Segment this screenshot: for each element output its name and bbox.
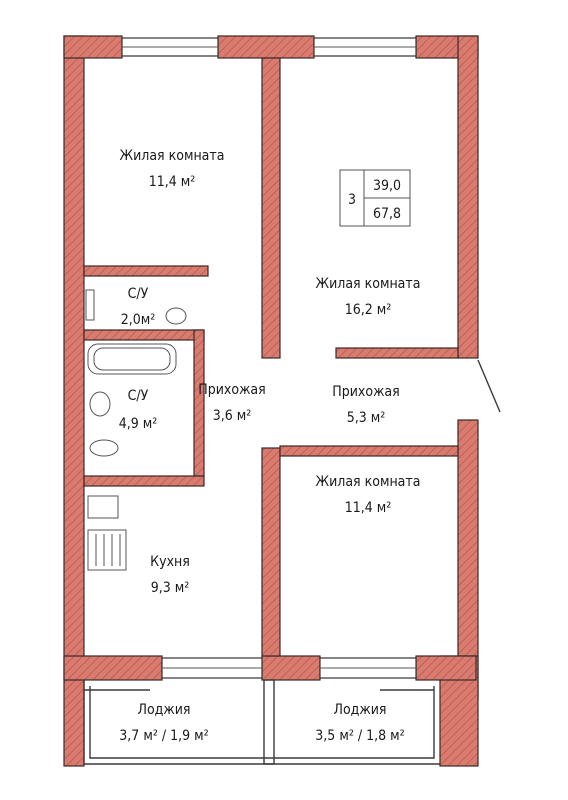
room-area-living-3: 11,4 м² <box>345 500 392 516</box>
room-area-hall-2: 5,3 м² <box>347 410 386 426</box>
wall-bottom-right <box>415 655 477 681</box>
sink-icon-2 <box>165 307 187 325</box>
wall-living3-top <box>279 445 459 457</box>
room-count: 3 <box>348 192 356 208</box>
kitchen-sink-icon <box>87 495 119 519</box>
interior-walls <box>83 57 459 657</box>
wall-right-upper <box>457 35 479 359</box>
apartment-badge: 3 39,0 67,8 <box>339 169 411 227</box>
room-area-bath-2: 4,9 м² <box>119 416 158 432</box>
room-name-living-2: Жилая комната <box>316 276 421 292</box>
room-name-living-3: Жилая комната <box>316 474 421 490</box>
room-labels: Жилая комната 11,4 м² Жилая комната 16,2… <box>119 148 421 744</box>
room-area-loggia-2: 3,5 м² / 1,8 м² <box>315 728 404 744</box>
bathtub-icon <box>87 343 177 375</box>
entrance-door <box>477 359 501 413</box>
toilet-icon <box>89 439 119 457</box>
room-area-loggia-1: 3,7 м² / 1,9 м² <box>119 728 208 744</box>
wall-between-rooms-top <box>261 57 281 359</box>
room-area-living-2: 16,2 м² <box>345 302 392 318</box>
total-area: 67,8 <box>373 206 401 222</box>
room-name-loggia-1: Лоджия <box>138 702 191 718</box>
wall-living2-bottom <box>335 347 459 359</box>
outer-walls <box>63 35 479 767</box>
wall-bath-divider <box>83 329 205 341</box>
windows <box>121 37 417 679</box>
wall-bottom-left <box>63 655 163 681</box>
living-area: 39,0 <box>373 178 401 194</box>
room-area-hall-1: 3,6 м² <box>213 408 252 424</box>
toilet-icon-2 <box>85 289 95 321</box>
room-name-hall-1: Прихожая <box>198 382 265 398</box>
wall-living1-bottom <box>83 265 209 277</box>
room-area-kitchen: 9,3 м² <box>151 580 190 596</box>
room-name-loggia-2: Лоджия <box>334 702 387 718</box>
wall-top-mid <box>217 35 315 59</box>
wall-bath-right <box>193 329 205 477</box>
sink-icon <box>89 391 111 417</box>
room-name-hall-2: Прихожая <box>332 384 399 400</box>
wall-bottom-mid <box>261 655 321 681</box>
room-name-bath-1: С/У <box>128 286 149 302</box>
stove-icon <box>87 529 127 571</box>
fixtures <box>85 289 187 571</box>
wall-kitchen-top <box>83 475 205 487</box>
room-name-kitchen: Кухня <box>150 554 190 570</box>
room-name-bath-2: С/У <box>128 388 149 404</box>
wall-between-rooms-bottom <box>261 447 281 657</box>
loggias <box>83 679 440 765</box>
room-name-living-1: Жилая комната <box>120 148 225 164</box>
room-area-bath-1: 2,0м² <box>121 312 156 328</box>
room-area-living-1: 11,4 м² <box>149 174 196 190</box>
wall-top-left <box>63 35 123 59</box>
